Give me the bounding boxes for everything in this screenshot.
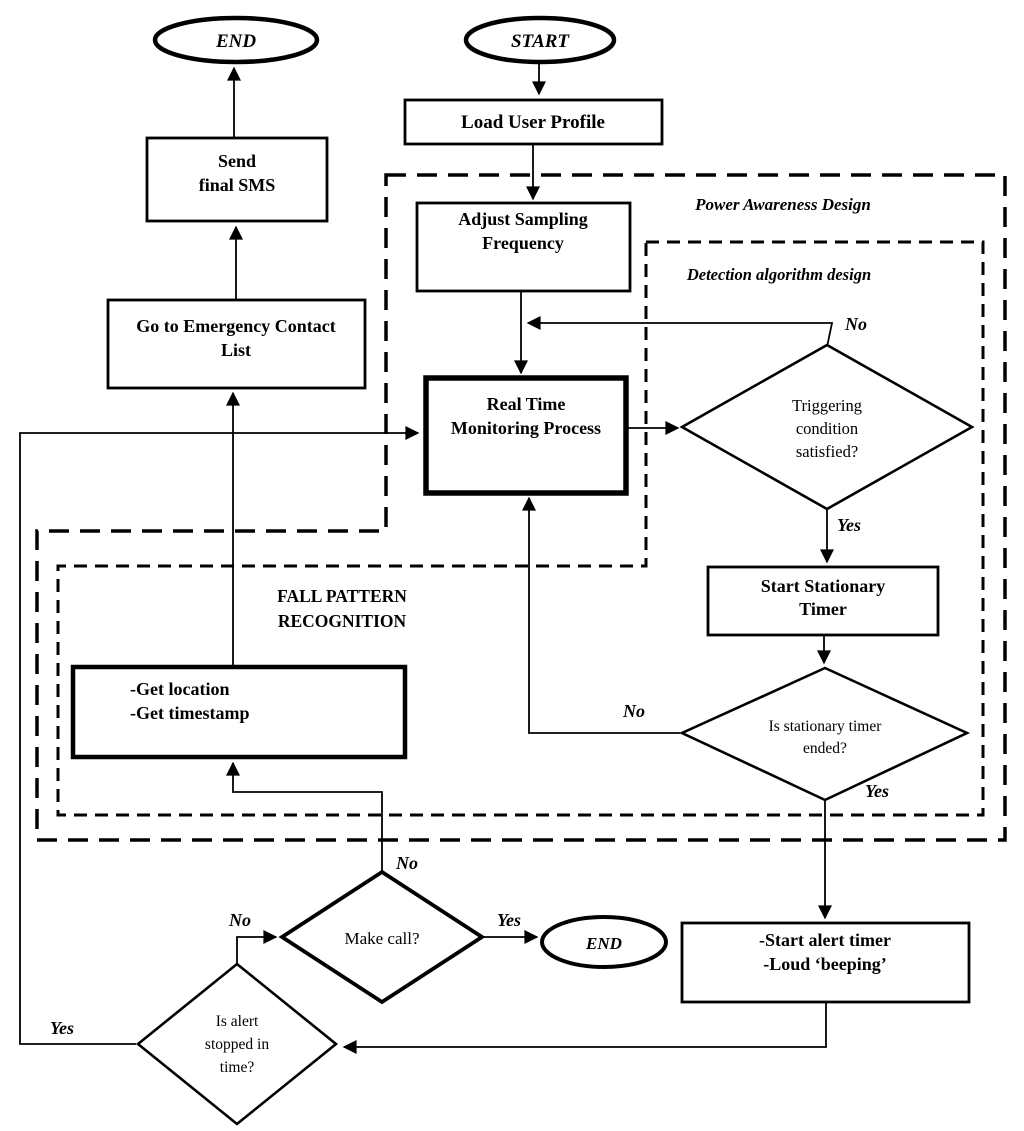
arrow-alertstopped-no-to-makecall (236, 930, 278, 963)
arrow-stationary-no-to-realtime (522, 496, 680, 734)
end-right-label: END (585, 934, 622, 953)
detection-algorithm-region-label: Detection algorithm design (686, 265, 871, 284)
make-call-label: Make call? (344, 929, 419, 948)
triggering-label-line2: condition (796, 419, 858, 438)
start-terminator (463, 15, 617, 65)
load-user-profile-label: Load User Profile (461, 112, 605, 133)
alert-stopped-label-line1: Is alert (216, 1013, 259, 1030)
triggering-yes-label: Yes (837, 515, 861, 535)
triggering-no-label: No (844, 314, 867, 334)
stationary-label-line2: ended? (803, 740, 847, 757)
go-contacts-label-line1: Go to Emergency Contact (136, 316, 335, 336)
start-alert-label-line1: -Start alert timer (759, 930, 891, 950)
end-terminator-right (540, 915, 668, 969)
arrow-alertstopped-yes-to-realtime (19, 426, 420, 1045)
start-stationary-label-line1: Start Stationary (761, 576, 886, 596)
end-terminator-top (152, 15, 320, 65)
alert-stopped-label-line2: stopped in (205, 1036, 269, 1053)
end-top-label: END (215, 31, 256, 52)
send-sms-label-line1: Send (218, 151, 256, 171)
real-time-label-line2: Monitoring Process (451, 418, 601, 438)
start-alert-timer-box (680, 921, 971, 1004)
power-awareness-region-label: Power Awareness Design (694, 195, 871, 214)
get-location-label-line2: -Get timestamp (130, 703, 249, 723)
real-time-monitoring-box (423, 375, 629, 496)
alert-stopped-diamond (135, 962, 339, 1126)
alert-yes-label: Yes (50, 1018, 74, 1038)
make-call-diamond (278, 869, 486, 1005)
load-user-profile-box (403, 98, 664, 146)
start-stationary-timer-box (706, 565, 940, 637)
make-call-no-top-label: No (395, 853, 418, 873)
arrow-makecall-no-to-getlocation (226, 761, 383, 871)
send-sms-label-line2: final SMS (199, 175, 276, 195)
start-alert-label-line2: -Loud ‘beeping’ (763, 954, 887, 974)
adjust-sampling-label-line1: Adjust Sampling (458, 209, 588, 229)
alert-stopped-label-line3: time? (220, 1059, 255, 1076)
get-location-timestamp-box (70, 664, 408, 760)
start-label: START (511, 31, 570, 52)
fall-pattern-region-label-line2: RECOGNITION (278, 611, 407, 631)
go-contacts-label-line2: List (221, 340, 251, 360)
adjust-sampling-box (415, 201, 632, 293)
fall-pattern-region-label-line1: FALL PATTERN (277, 586, 407, 606)
triggering-label-line1: Triggering (792, 396, 862, 415)
stationary-timer-diamond (678, 666, 971, 802)
make-call-no-left-label: No (228, 910, 251, 930)
start-stationary-label-line2: Timer (799, 599, 847, 619)
stationary-label-line1: Is stationary timer (769, 718, 883, 735)
adjust-sampling-label-line2: Frequency (482, 233, 564, 253)
real-time-label-line1: Real Time (487, 394, 566, 414)
arrow-alertbox-to-alertstopped (342, 1003, 827, 1054)
triggering-condition-diamond (679, 343, 975, 511)
get-location-label-line1: -Get location (130, 679, 229, 699)
send-final-sms-box (145, 136, 329, 223)
arrow-triggering-no-feedback (526, 316, 834, 348)
go-emergency-contacts-box (106, 298, 367, 390)
make-call-yes-label: Yes (497, 910, 521, 930)
stationary-no-label: No (622, 701, 645, 721)
stationary-yes-label: Yes (865, 781, 889, 801)
triggering-label-line3: satisfied? (796, 442, 858, 461)
